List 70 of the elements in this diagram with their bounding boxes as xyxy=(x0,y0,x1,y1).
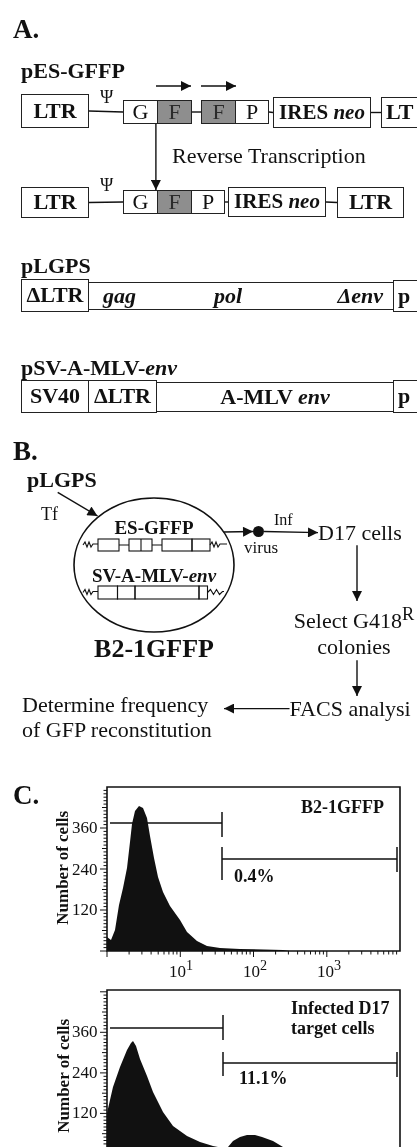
gene-label: Δenv xyxy=(337,284,383,309)
axis-title: Number of cells xyxy=(53,810,73,925)
step-text: D17 cells xyxy=(318,520,402,546)
arrow xyxy=(352,544,362,602)
segment-box: p xyxy=(393,380,417,413)
dot-caption: virus xyxy=(244,539,278,558)
construct-title: pES-GFFP xyxy=(21,58,125,84)
construct-label: SV-A-MLV-env xyxy=(91,566,217,585)
tick-label: 360 xyxy=(72,1022,98,1042)
step-text: Determine frequency of GFP reconstitution xyxy=(22,692,224,742)
connector-line xyxy=(88,110,124,113)
segment-box: ΔLTR xyxy=(21,279,89,312)
panel-letter: C. xyxy=(13,780,40,812)
arrow xyxy=(57,491,99,517)
connector-line xyxy=(325,201,338,204)
percentage-label: 11.1% xyxy=(239,1068,288,1089)
shaded-segment-box: F xyxy=(157,100,192,124)
edge-label: Reverse Transcription xyxy=(172,143,366,169)
shaded-segment-box: F xyxy=(157,190,192,214)
gene-label: pol xyxy=(214,284,243,309)
segment-box: p xyxy=(393,280,417,312)
connector-line xyxy=(88,201,124,204)
segment-box: IRES neo xyxy=(273,97,371,128)
construct-title: pSV-A-MLV-env xyxy=(21,355,178,381)
step-text: FACS analysi xyxy=(289,696,411,722)
edge-label: Inf xyxy=(274,511,293,530)
arrow xyxy=(223,703,291,714)
panel-letter: B. xyxy=(13,436,38,468)
segment-box: LTR xyxy=(21,187,89,218)
tick-label: 120 xyxy=(72,1103,98,1123)
connector-line xyxy=(191,111,202,113)
panel-letter: A. xyxy=(13,14,40,46)
connector-line xyxy=(224,201,229,203)
tick-label: 10$^{3}$ xyxy=(317,957,342,982)
arrow xyxy=(263,527,319,538)
tick-label: 240 xyxy=(72,1063,98,1083)
edge-label: Ψ xyxy=(100,175,114,196)
segment-box: A-MLV env xyxy=(156,382,394,412)
arrow xyxy=(352,659,362,697)
tick-label: 120 xyxy=(72,900,98,920)
segment-box: G xyxy=(123,190,158,214)
shaded-segment-box: F xyxy=(201,100,236,124)
chart-title: B2-1GFFP xyxy=(301,797,384,818)
segment-box xyxy=(88,282,394,310)
percentage-label: 0.4% xyxy=(234,866,275,887)
step-text: Select G418$^{R}$ colonies xyxy=(293,601,415,661)
gene-label: gag xyxy=(103,284,136,309)
construct-title: pLGPS xyxy=(21,253,91,279)
tick-label: 10$^{2}$ xyxy=(243,957,268,982)
tick-label: 240 xyxy=(72,860,98,880)
segment-box: LTR xyxy=(337,187,404,218)
arrow xyxy=(223,526,254,537)
segment-box: ΔLTR xyxy=(88,380,157,413)
connector-line xyxy=(268,111,274,114)
segment-box: LTR xyxy=(21,94,89,128)
plasmid-label: pLGPS xyxy=(27,467,97,493)
segment-box: G xyxy=(123,100,158,124)
edge-label: Ψ xyxy=(100,87,114,108)
segment-box: LT xyxy=(381,97,417,128)
construct-label: ES-GFFP xyxy=(114,518,194,537)
chart-title: Infected D17 target cells xyxy=(291,998,391,1038)
segment-box: IRES neo xyxy=(228,187,326,217)
arrow xyxy=(150,123,161,191)
segment-box: SV40 xyxy=(21,380,89,413)
tick-label: 360 xyxy=(72,818,98,838)
edge-label: Tf xyxy=(41,504,58,525)
segment-box: P xyxy=(235,100,269,124)
segment-box: P xyxy=(191,190,225,214)
cell-line-label: B2-1GFFP xyxy=(94,636,214,662)
tick-label: 10$^{1}$ xyxy=(169,957,194,982)
